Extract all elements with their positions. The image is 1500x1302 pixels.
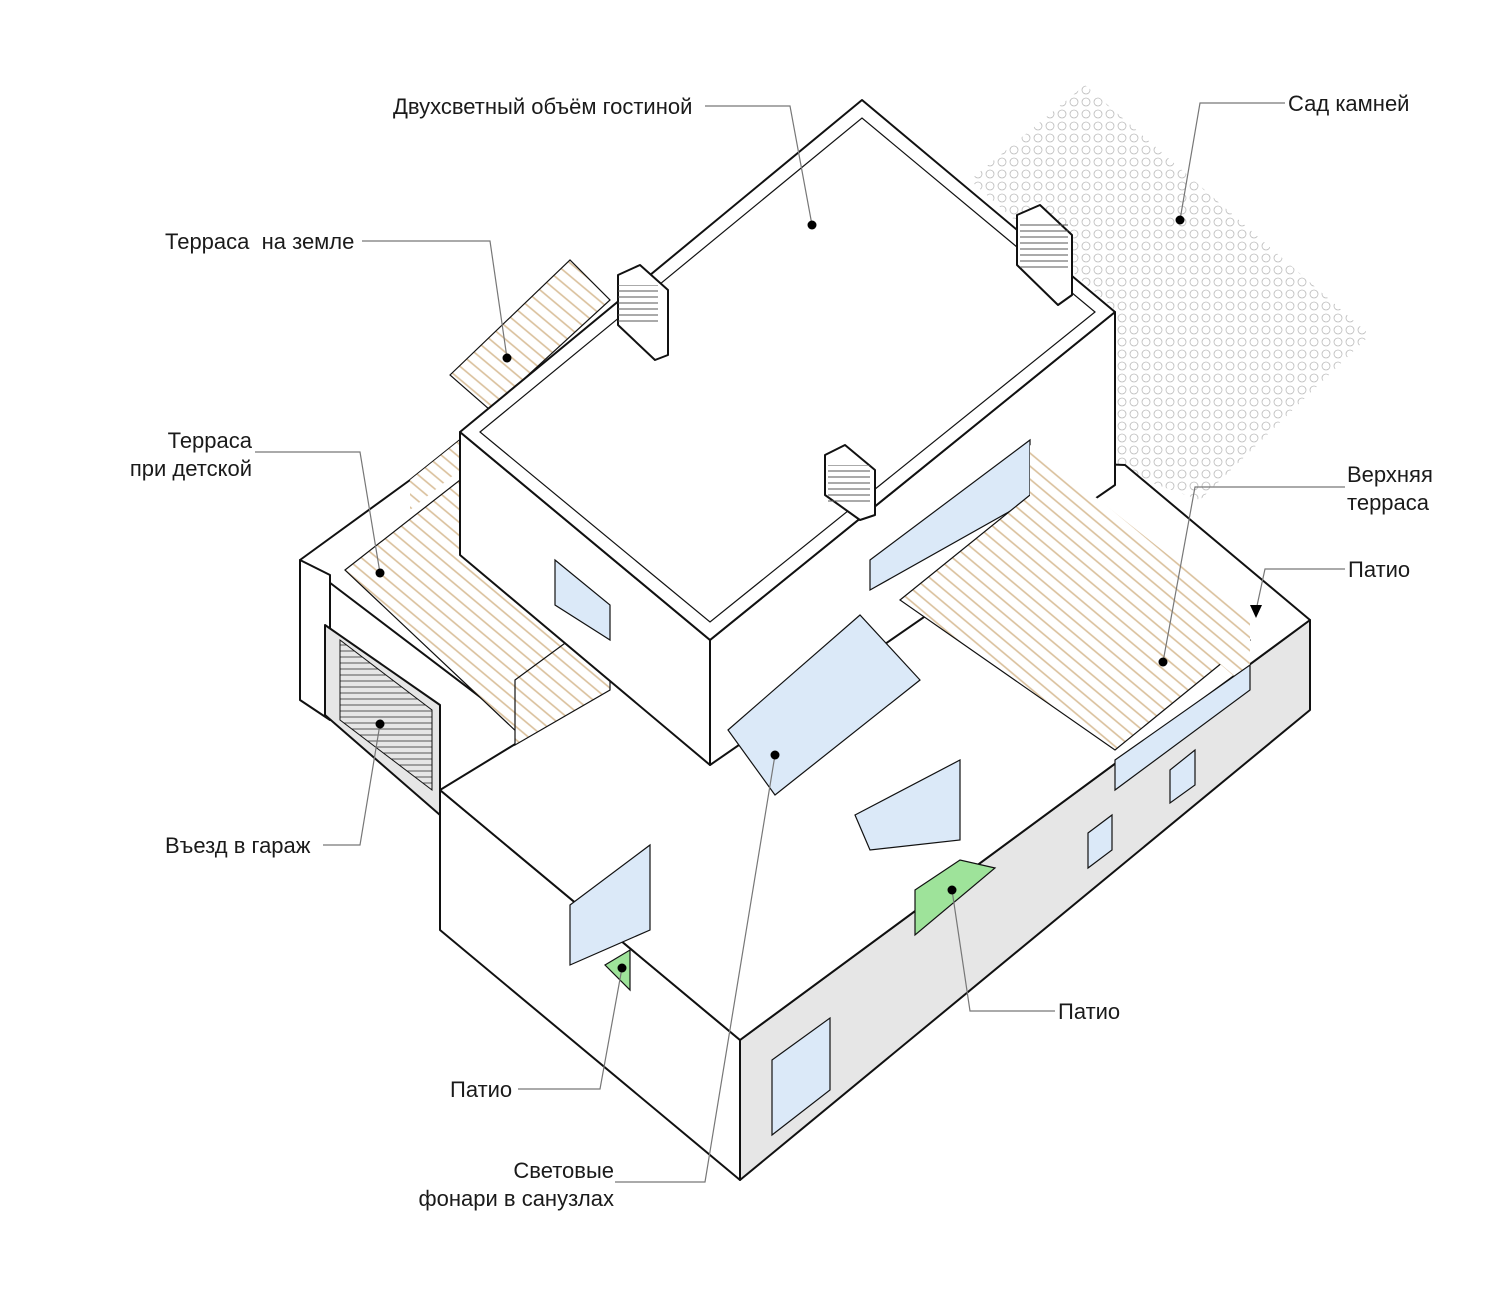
- upper-window: [554, 558, 611, 642]
- patio-left-green: [604, 948, 631, 992]
- label-upper-terrace-line1: Верхняя: [1347, 462, 1433, 487]
- label-patio-right: Патио: [1348, 557, 1410, 582]
- kids-terrace-screen-back: [410, 440, 460, 510]
- label-patio-left: Патио: [450, 1077, 512, 1102]
- patio-center-green: [914, 859, 997, 937]
- lower-window: [771, 1016, 831, 1137]
- label-upper-terrace-line2: терраса: [1347, 490, 1430, 515]
- right-window-2: [1087, 813, 1113, 870]
- garage-door: [339, 638, 433, 792]
- skylight: [727, 614, 921, 796]
- label-patio-center: Патио: [1058, 999, 1120, 1024]
- label-skylights-line1: Световые: [513, 1158, 614, 1183]
- patio-left-window: [569, 843, 651, 966]
- label-skylights-line2: фонари в санузлах: [419, 1186, 614, 1211]
- label-kids-terrace-line1: Терраса: [168, 428, 253, 453]
- label-ground-terrace: Терраса на земле: [165, 229, 354, 254]
- chimney-left: [617, 264, 669, 361]
- upper-roof-inner: [479, 117, 1096, 623]
- right-window-1: [1169, 748, 1196, 805]
- patio-center-window: [854, 759, 961, 851]
- upper-terrace-glass: [1114, 663, 1251, 792]
- label-garage-entry: Въезд в гараж: [165, 833, 311, 858]
- rock-garden: [970, 85, 1370, 500]
- chimney-center: [824, 444, 876, 521]
- label-rock-garden: Сад камней: [1288, 91, 1409, 116]
- ground-terrace: [449, 259, 611, 411]
- leader-lines: [255, 102, 1345, 1183]
- label-living-double-height: Двухсветный объём гостиной: [393, 94, 692, 119]
- upper-terrace-screen: [1030, 445, 1250, 690]
- label-kids-terrace-line2: при детской: [130, 456, 252, 481]
- chimney-right: [1016, 204, 1073, 306]
- label-dots: [375, 215, 1262, 973]
